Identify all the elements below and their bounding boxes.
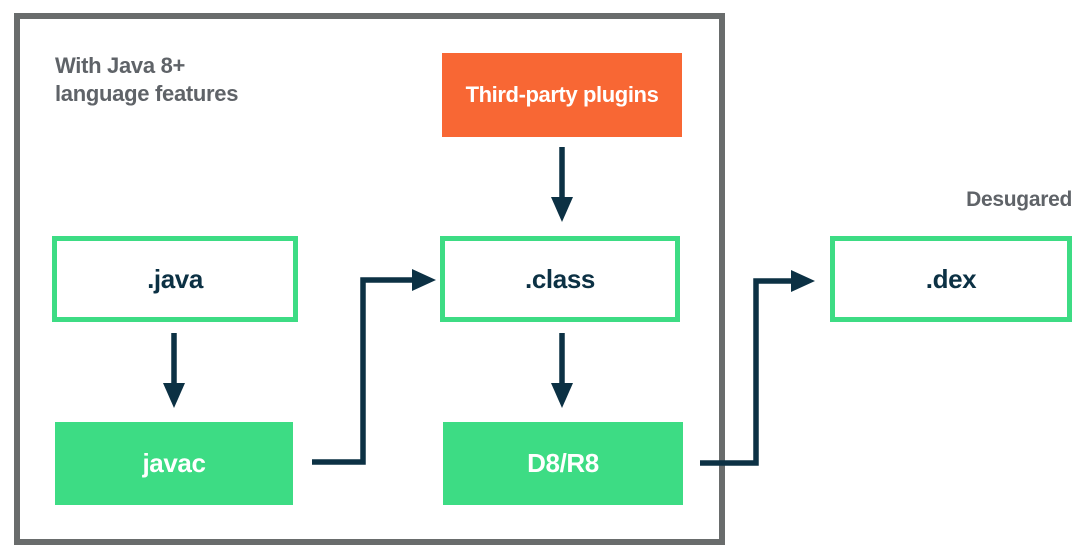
node-class-file-label: .class [525, 263, 595, 294]
node-java-file-label: .java [147, 263, 203, 294]
desugared-label: Desugared [966, 188, 1072, 211]
java8-note-line1: With Java 8+ [55, 53, 186, 78]
node-class-file: .class [440, 236, 680, 322]
node-dex-file-label: .dex [925, 263, 977, 294]
node-third-party-plugins: Third-party plugins [442, 53, 682, 137]
node-javac-tool: javac [55, 422, 293, 505]
node-d8r8-tool: D8/R8 [443, 422, 683, 505]
java8-note: With Java 8+ language features [55, 52, 238, 108]
java8-note-line2: language features [55, 81, 239, 106]
node-third-party-plugins-label: Third-party plugins [465, 82, 659, 107]
node-dex-file: .dex [830, 236, 1072, 322]
node-d8r8-tool-label: D8/R8 [527, 448, 599, 478]
node-java-file: .java [52, 236, 298, 322]
node-javac-tool-label: javac [142, 448, 206, 478]
